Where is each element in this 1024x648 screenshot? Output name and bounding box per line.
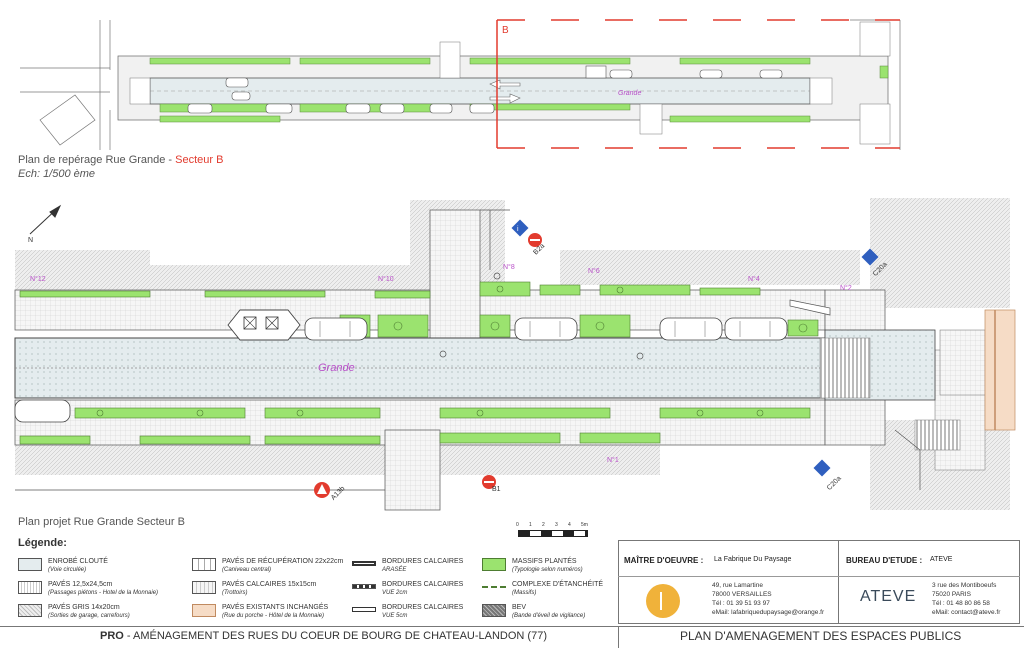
be-address-line: 3 rue des Montiboeufs	[932, 582, 997, 589]
moe-address-line: 49, rue Lamartine	[712, 582, 763, 589]
parcel-label: N°1	[607, 457, 619, 464]
plan-title: PLAN D'AMENAGEMENT DES ESPACES PUBLICS	[680, 629, 962, 643]
location-plan-scale: Ech: 1/500 ème	[18, 168, 96, 180]
project-plan-caption: Plan projet Rue Grande Secteur B	[18, 516, 185, 528]
moe-address-line: Tél : 01 39 51 93 97	[712, 600, 770, 607]
sector-marker: B	[502, 25, 509, 36]
svg-text:Grande: Grande	[618, 90, 641, 97]
parcel-label: N°2	[840, 285, 852, 292]
parcel-label: N°8	[503, 264, 515, 271]
moe-address-line: 78000 VERSAILLES	[712, 591, 772, 598]
ateve-logo: ATEVE	[860, 588, 917, 605]
project-prefix: PRO	[100, 630, 124, 642]
svg-text:i: i	[517, 226, 519, 233]
moe-name: La Fabrique Du Paysage	[714, 556, 792, 563]
fabrique-logo-icon	[646, 584, 680, 618]
scale-tick: 3	[555, 522, 558, 528]
scale-bar	[518, 530, 588, 537]
parcel-label: N°10	[378, 276, 394, 283]
legend-heading: Légende:	[18, 537, 67, 549]
be-address-line: Tél : 01 48 80 86 58	[932, 600, 990, 607]
moe-address-line: eMail: lafabriquedupaysage@orange.fr	[712, 609, 825, 616]
cartouche-frame	[618, 540, 1020, 624]
scale-tick: 5m	[581, 522, 588, 528]
parcel-label: N°6	[588, 268, 600, 275]
scale-tick: 1	[529, 522, 532, 528]
scale-tick: 0	[516, 522, 519, 528]
be-address-line: eMail: contact@ateve.fr	[932, 609, 1001, 616]
main-street-label: Grande	[318, 362, 355, 374]
parcel-label: N°12	[30, 276, 46, 283]
svg-text:N: N	[28, 237, 33, 244]
moe-label: MAÎTRE D'OEUVRE :	[624, 556, 704, 565]
scale-tick: 4	[568, 522, 571, 528]
project-title: PRO - AMÉNAGEMENT DES RUES DU COEUR DE B…	[100, 630, 547, 642]
project-plan: N i	[14, 198, 1016, 511]
be-address-line: 75020 PARIS	[932, 591, 971, 598]
location-plan-title: Plan de repérage Rue Grande - Secteur B	[18, 154, 224, 166]
sign-label: B1	[492, 486, 501, 493]
location-plan-sector: Secteur B	[175, 154, 224, 166]
parcel-label: N°4	[748, 276, 760, 283]
be-name: ATEVE	[930, 556, 953, 563]
project-name: - AMÉNAGEMENT DES RUES DU COEUR DE BOURG…	[123, 630, 547, 642]
be-label: BUREAU D'ETUDE :	[846, 556, 923, 565]
north-arrow-icon: N	[28, 204, 62, 244]
scale-tick: 2	[542, 522, 545, 528]
sign-icons: i	[314, 219, 879, 498]
location-plan: Grande B	[20, 19, 901, 150]
